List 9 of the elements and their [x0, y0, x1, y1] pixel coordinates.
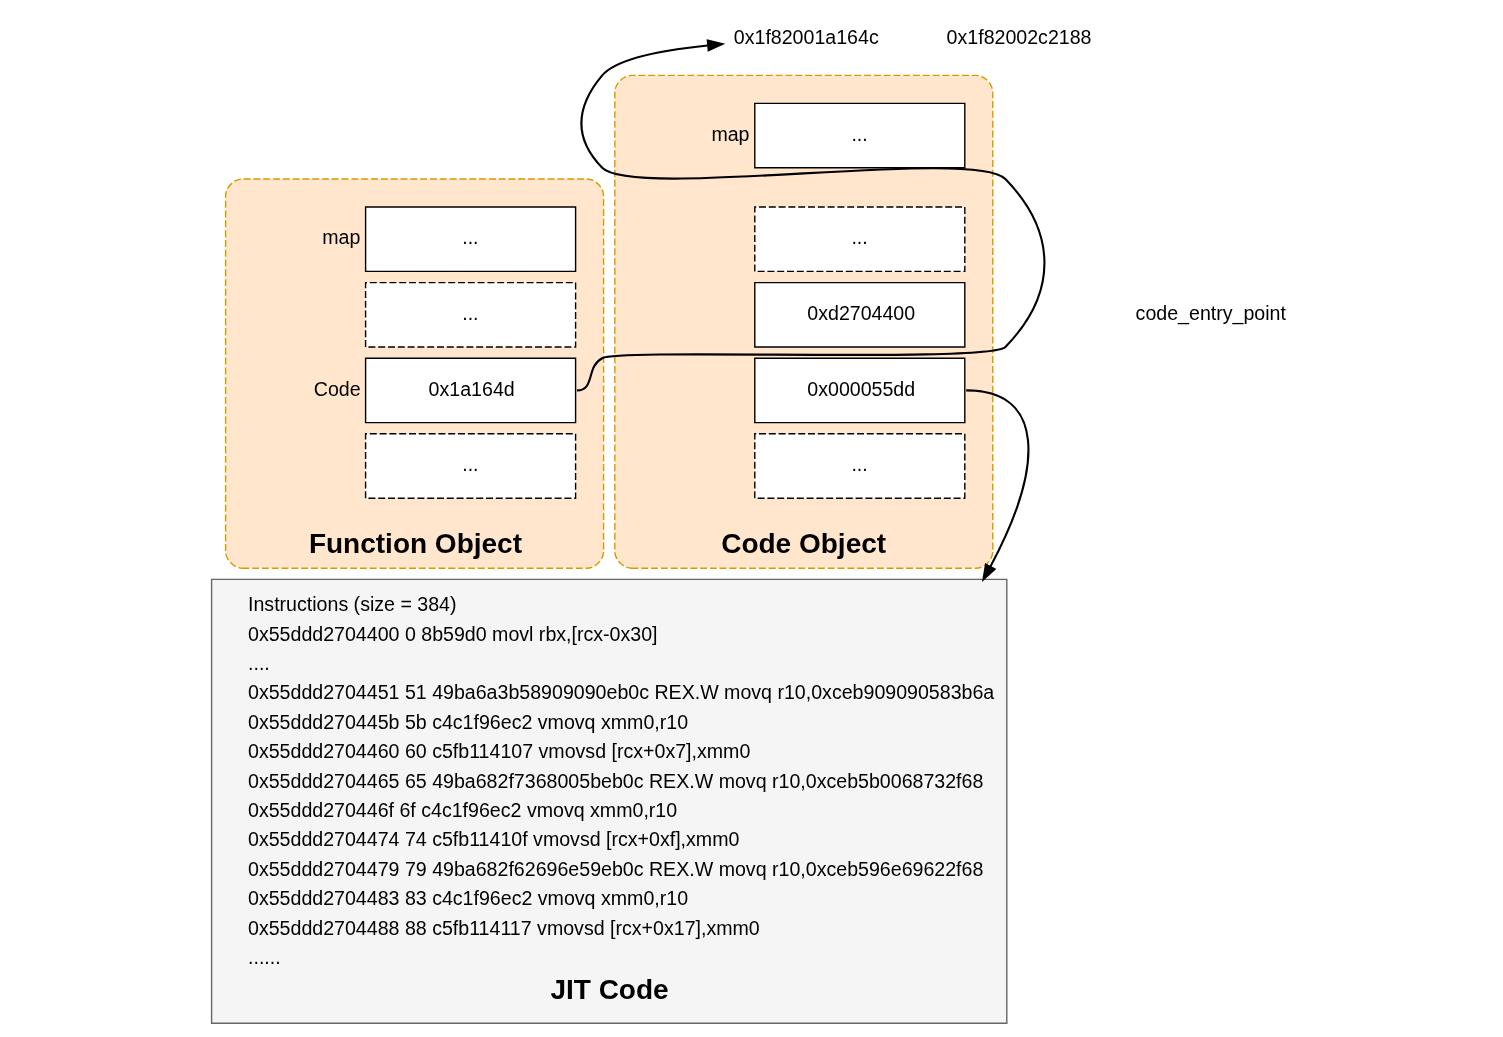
arrow	[965, 389, 1029, 582]
label: 0x1f82002c2188	[946, 26, 1092, 49]
node-label: Code	[313, 377, 361, 400]
node-label: map	[321, 226, 360, 249]
node-box: Instructions (size = 384) 0x55ddd2704400 0 8b59d0 movl rbx,[rcx-0x30] .... 0x55ddd2704451 51 49ba6a3b58909090eb0c REX.W movq r10,0xceb909090583b6a 0x55ddd270445b 5b c4c1f96ec2 vmovq xmm0,r10 0x55ddd2704460 60 c5fb114107 vmovsd [rcx+0x7],xmm0 0x55ddd2704465 65 49ba682f7368005beb0c REX.W movq r10,0xceb5b0068732f68 0x55ddd270446f 6f c4c1f96ec2 vmovq xmm0,r10 0x55ddd2704474 74 c5fb11410f vmovsd [rcx+0xf],xmm0 0x55ddd2704479 79 49ba682f62696e59eb0c REX.W movq r10,0xceb596e69622f68 0x55ddd2704483 83 c4c1f96ec2 vmovq xmm0,r10 0x55ddd2704488 88 c5fb114117 vmovsd [rcx+0x17],xmm0 ...... JIT Code	[210, 578, 1007, 1024]
node-text: 0x1f82001a164c	[733, 26, 879, 49]
node-label: map	[710, 122, 750, 145]
label: code_entry_point	[1135, 301, 1286, 324]
arrow	[575, 39, 1045, 392]
